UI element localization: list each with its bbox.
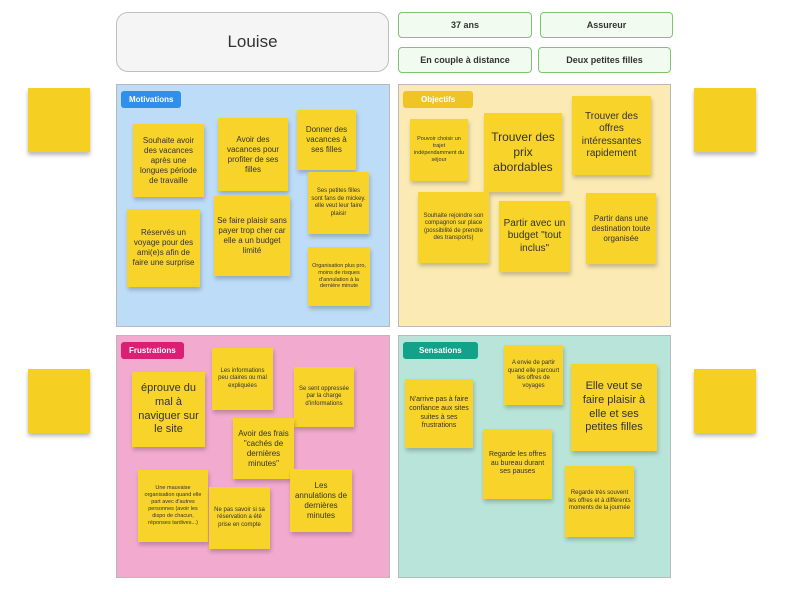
- sticky-note[interactable]: Trouver des prix abordables: [484, 113, 562, 192]
- label-motivations[interactable]: Motivations: [121, 91, 182, 108]
- persona-name-box[interactable]: Louise: [116, 12, 389, 72]
- sticky-note[interactable]: Elle veut se faire plaisir à elle et ses…: [571, 364, 657, 451]
- sticky-note[interactable]: Avoir des frais "cachés de dernières min…: [233, 418, 294, 479]
- sticky-note[interactable]: Les annulations de dernières minutes: [290, 469, 352, 532]
- sticky-note[interactable]: A envie de partir quand elle parcourt le…: [504, 345, 563, 405]
- tag-age[interactable]: 37 ans: [398, 12, 532, 38]
- sticky-note[interactable]: Regarde très souvent les offres et à dif…: [565, 466, 634, 537]
- side-sticky-bottom-left[interactable]: [28, 369, 90, 433]
- sticky-note[interactable]: Donner des vacances à ses filles: [297, 110, 356, 170]
- sticky-note[interactable]: Se sent oppressée par la charge d'inform…: [294, 367, 354, 427]
- sticky-note[interactable]: Se faire plaisir sans payer trop cher ca…: [214, 196, 290, 276]
- sticky-note[interactable]: Souhaite avoir des vacances après une lo…: [133, 124, 204, 197]
- persona-name: Louise: [227, 32, 278, 51]
- sticky-note[interactable]: Partir dans une destination toute organi…: [586, 193, 656, 264]
- sticky-note[interactable]: Ne pas savoir si sa réservation a été pr…: [209, 487, 270, 549]
- sticky-note[interactable]: Trouver des offres intéressantes rapidem…: [572, 96, 651, 175]
- sticky-note[interactable]: éprouve du mal à naviguer sur le site: [132, 372, 205, 447]
- sticky-note[interactable]: Pouvoir choisir un trajet indépendamment…: [410, 119, 468, 181]
- sticky-note[interactable]: Partir avec un budget "tout inclus": [499, 201, 570, 272]
- tag-couple[interactable]: En couple à distance: [398, 47, 532, 73]
- label-frustrations[interactable]: Frustrations: [121, 342, 184, 359]
- sticky-note[interactable]: Regarde les offres au bureau durant ses …: [483, 429, 552, 499]
- sticky-note[interactable]: N'arrive pas à faire confiance aux sites…: [405, 379, 473, 448]
- tag-insurer[interactable]: Assureur: [540, 12, 673, 38]
- label-sensations[interactable]: Sensations: [403, 342, 478, 359]
- side-sticky-bottom-right[interactable]: [694, 369, 756, 433]
- sticky-note[interactable]: Réservés un voyage pour des ami(e)s afin…: [127, 209, 200, 287]
- sticky-note[interactable]: Ses petites filles sont fans de mickey. …: [308, 172, 369, 234]
- sticky-note[interactable]: Une mauvaise organisation quand elle par…: [138, 470, 208, 542]
- sticky-note[interactable]: Organisation plus pro, moins de risques …: [308, 247, 370, 306]
- sticky-note[interactable]: Avoir des vacances pour profiter de ses …: [218, 118, 288, 191]
- sticky-note[interactable]: Souhaite rejoindre son compagnon sur pla…: [418, 192, 489, 263]
- label-objectifs[interactable]: Objectifs: [403, 91, 474, 108]
- tag-kids[interactable]: Deux petites filles: [538, 47, 671, 73]
- side-sticky-top-right[interactable]: [694, 88, 756, 152]
- sticky-note[interactable]: Les informations peu claires ou mal expl…: [212, 348, 273, 410]
- side-sticky-top-left[interactable]: [28, 88, 90, 152]
